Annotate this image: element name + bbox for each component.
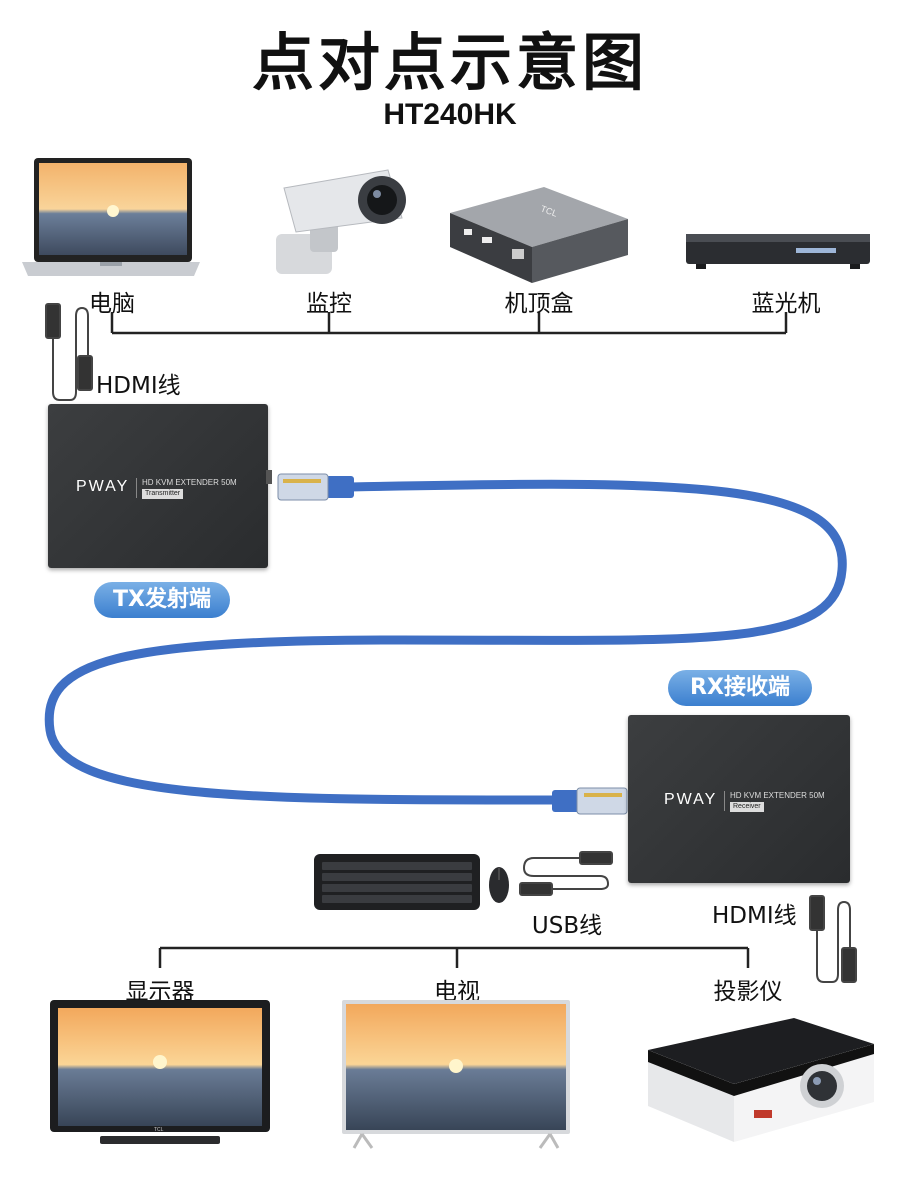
receiver-brand: PWAY [664,791,718,808]
hdmi-cable-bottom-icon [809,895,857,983]
hdmi-cable-label-bottom: HDMI线 [712,903,797,929]
receiver-model-text: HD KVM EXTENDER 50M [730,791,825,800]
network-cable [44,479,847,805]
projector-icon [648,1018,874,1142]
transmitter-model: HD KVM EXTENDER 50M Transmitter [142,478,237,499]
receiver-unit: PWAY HD KVM EXTENDER 50M Receiver [628,715,850,883]
tv-icon [342,1000,570,1149]
source-label-computer: 电脑 [89,291,135,317]
camera-device [270,158,410,284]
set-top-box-icon: TCL [450,187,628,283]
security-camera-icon [276,169,406,274]
tx-pill: TX发射端 [94,582,230,618]
source-label-set-top-box: 机顶盒 [504,291,574,317]
blu-ray-player-icon [686,234,870,269]
mouse-icon [489,867,509,903]
tx-rj45-plug [277,473,354,501]
transmitter-role: Transmitter [142,489,184,499]
usb-cable-icon [519,851,613,896]
source-label-monitoring: 监控 [306,291,352,317]
source-label-blu-ray: 蓝光机 [751,291,821,317]
display-bus-lines [158,946,750,968]
laptop-device [22,158,200,280]
blu-ray-device [686,232,870,274]
transmitter-port [266,470,272,484]
source-bus-lines [110,312,788,335]
display-label-projector: 投影仪 [713,979,783,1005]
hdmi-cable-label-top: HDMI线 [96,373,181,399]
usb-cable-label: USB线 [531,913,603,939]
hdmi-cable-top-icon [45,303,93,401]
set-top-box-device: TCL [448,185,630,285]
rx-rj45-plug [552,787,628,815]
receiver-model: HD KVM EXTENDER 50M Receiver [730,791,825,812]
projector-device [644,1010,878,1150]
transmitter-brand: PWAY [76,478,130,495]
model-number: HT240HK [383,98,517,131]
keyboard-device [314,852,480,912]
monitor-icon: TCL [50,1000,270,1144]
laptop-icon [22,158,200,276]
receiver-role: Receiver [730,802,764,812]
rx-pill: RX接收端 [668,670,812,706]
transmitter-model-text: HD KVM EXTENDER 50M [142,478,237,487]
monitor-brand: TCL [154,1127,164,1133]
monitor-device: TCL [50,1000,270,1150]
transmitter-divider [136,478,137,498]
keyboard-icon [314,854,480,910]
receiver-divider [724,791,725,811]
page-title: 点对点示意图 [251,26,648,99]
transmitter-unit: PWAY HD KVM EXTENDER 50M Transmitter [48,404,268,568]
tv-device [342,1000,570,1150]
mouse-device [488,866,510,904]
